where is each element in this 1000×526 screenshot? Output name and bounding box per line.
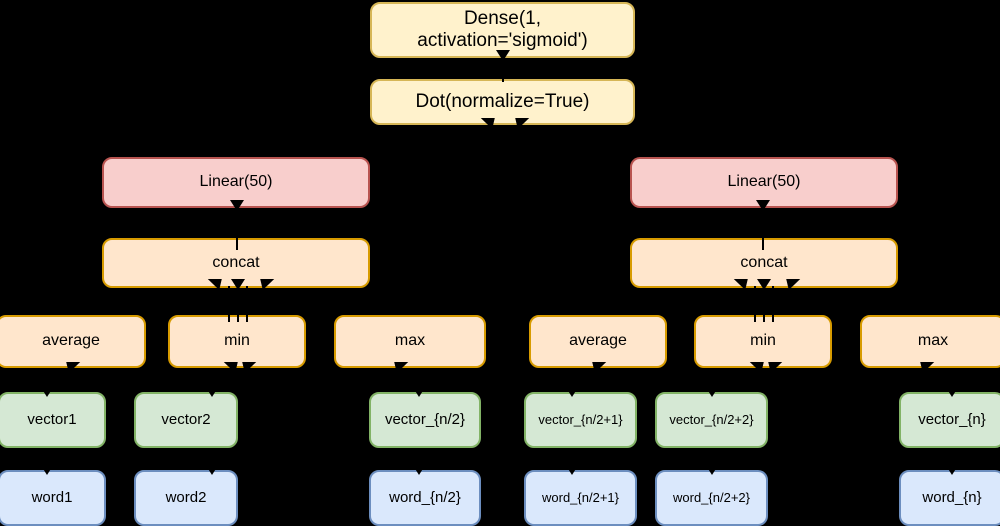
arrowhead-minright-to-concatright [757,279,771,290]
edge-avgright-to-concatright [754,286,756,322]
node-pool-right-max[interactable]: max [860,315,1000,368]
node-vector-n-half-plus-2[interactable]: vector_{n/2+2} [655,392,768,448]
edge-minright-to-concatright [763,286,765,322]
node-pool-left-min[interactable]: min [168,315,306,368]
node-word-n-half-plus-1[interactable]: word_{n/2+1} [524,470,637,526]
node-vector-n-half-plus-1[interactable]: vector_{n/2+1} [524,392,637,448]
arrowhead-vector-to-min-right-b [763,362,783,373]
edge-linear-left-to-dot [480,125,482,165]
node-word-n[interactable]: word_{n} [899,470,1000,526]
node-linear-left[interactable]: Linear(50) [102,157,370,208]
arrowhead-minleft-to-concatleft [231,279,245,290]
arrowhead-vector-to-avg-right [587,362,607,373]
node-word-n-half[interactable]: word_{n/2} [369,470,481,526]
arrowhead-linearright-to-dot [510,118,530,129]
node-vector-n[interactable]: vector_{n} [899,392,1000,448]
arrowhead-wordbox-top-3 [412,464,426,475]
edge-linear-right-to-dot [524,125,526,165]
arrowhead-dot-to-dense [496,50,510,61]
arrowhead-vector-to-min-left-b [237,362,257,373]
node-pool-left-average[interactable]: average [0,315,146,368]
node-dot[interactable]: Dot(normalize=True) [370,79,635,125]
arrowhead-maxright-to-concatright [781,279,801,290]
arrowhead-wordbox-top-1 [40,464,54,475]
arrowhead-maxleft-to-concatleft [255,279,275,290]
node-pool-right-average[interactable]: average [529,315,667,368]
edge-maxleft-to-concatleft [246,286,248,322]
node-dense[interactable]: Dense(1, activation='sigmoid') [370,2,635,58]
edge-avgleft-to-concatleft [228,286,230,322]
arrowhead-wordbox-top-6 [945,464,959,475]
arrowhead-word-to-vector-1 [40,386,54,397]
edge-dot-to-dense [502,58,504,82]
arrowhead-word-to-vector-5 [705,386,719,397]
arrowhead-word-to-vector-3 [412,386,426,397]
node-vector-1[interactable]: vector1 [0,392,106,448]
node-vector-2[interactable]: vector2 [134,392,238,448]
arrowhead-word-to-vector-4 [565,386,579,397]
node-vector-n-half[interactable]: vector_{n/2} [369,392,481,448]
arrowhead-vector-to-max-right [915,362,935,373]
node-pool-left-max[interactable]: max [334,315,486,368]
arrowhead-word-to-vector-2 [205,386,219,397]
arrowhead-wordbox-top-5 [705,464,719,475]
node-word-2[interactable]: word2 [134,470,238,526]
edge-maxright-to-concatright [772,286,774,322]
node-pool-right-min[interactable]: min [694,315,832,368]
edge-concatright-to-linearright [762,208,764,250]
arrowhead-vector-to-max-left [389,362,409,373]
arrowhead-concatright-to-linearright [756,200,770,211]
arrowhead-concatleft-to-linearleft [230,200,244,211]
edge-minleft-to-concatleft [237,286,239,322]
arrowhead-wordbox-top-2 [205,464,219,475]
arrowhead-wordbox-top-4 [565,464,579,475]
arrowhead-word-to-vector-6 [945,386,959,397]
node-word-n-half-plus-2[interactable]: word_{n/2+2} [655,470,768,526]
edge-concatleft-to-linearleft [236,208,238,250]
arrowhead-vector-to-avg-left [61,362,81,373]
node-word-1[interactable]: word1 [0,470,106,526]
